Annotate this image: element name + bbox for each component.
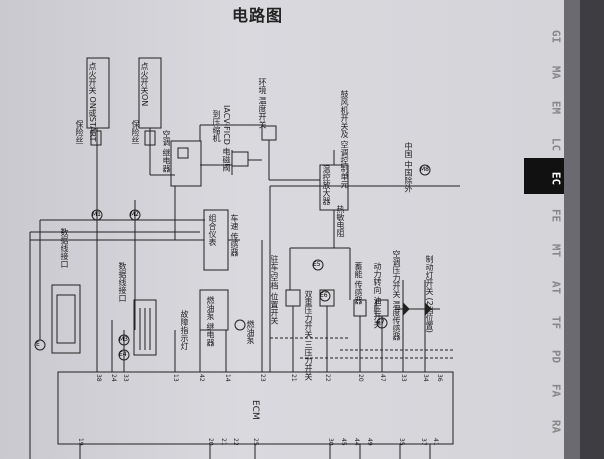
ecm-pin-number: 33 [400, 374, 407, 382]
ecm-pin-number: 25 [252, 438, 259, 446]
label-vss: 车速 传感器 [230, 214, 239, 257]
label-power-steer: 动力转向 油压开关 [373, 262, 382, 329]
ecm-pin-number: 22 [324, 374, 331, 382]
ecm-pin-number: 44 [353, 438, 360, 446]
data-link2-box [133, 299, 157, 356]
connector-label: M1 [92, 211, 101, 218]
label-iacv: IACV-FICD 电磁阀 [222, 105, 231, 172]
ecm-pin-number: 36 [436, 374, 443, 382]
label-combo-meter: 组合仪表 [208, 214, 217, 246]
connector-m3 [118, 334, 130, 346]
label-ac-switch-sensor: 空调压力开关 温度传感器 [392, 250, 401, 341]
park-switch-box [285, 289, 301, 307]
label-data-link1: 数据线接口 [60, 228, 69, 268]
ecm-pin-number: 22 [232, 438, 239, 446]
label-data-link2: 数据线接口 [118, 262, 127, 302]
label-fan-switch: 鼓风机开关及 空调控制单元 [340, 90, 349, 189]
connector-label: M3 [119, 336, 128, 343]
active-tab-highlight [524, 158, 564, 194]
connector-e7 [376, 317, 388, 329]
label-fuel-relay: 燃油泵 继电器 [206, 296, 215, 347]
connector-label: M8 [420, 166, 429, 173]
connector-label: E5 [313, 261, 321, 268]
section-tab-ec[interactable]: EC [549, 171, 563, 186]
label-fuse-right: 保险丝 [131, 120, 140, 144]
ecm-pin-number: 37 [420, 438, 427, 446]
ecm-pin-number: 13 [172, 374, 179, 382]
label-compressor: 到压缩机 [212, 110, 221, 142]
label-throttle-sensor: 蓄能 传感器 [354, 262, 363, 305]
ecm-pin-number: 45 [340, 438, 347, 446]
ecm-pin-number: 30 [327, 438, 334, 446]
section-tab-em[interactable]: EM [549, 100, 563, 115]
label-china-model: 中国 中国除外 [404, 142, 413, 193]
ecm-pin-number: 42 [198, 374, 205, 382]
ecm-pin-number: 20 [357, 374, 364, 382]
label-fuel-pump: 燃油泵 [246, 320, 255, 344]
ecm-pin-number: 20 [207, 438, 214, 446]
connector-label: E [36, 341, 40, 348]
connector-label: M2 [130, 211, 139, 218]
connector-label: E7 [377, 319, 385, 326]
ecm-pin-number: 35 [398, 438, 405, 446]
connector-m2 [129, 209, 141, 221]
fuel-relay-box [199, 289, 229, 331]
label-thermo-amp: 温控放大器 [322, 165, 331, 205]
ecm-pin-number: 19 [77, 438, 84, 446]
label-neutral-switch: 制动灯开关 (2档位置) [425, 255, 434, 333]
ecm-pin-number: 23 [259, 374, 266, 382]
ecm-pin-number: 49 [366, 438, 373, 446]
label-ac-relay: 空调 继电器 [162, 130, 171, 173]
ecm-pin-number: 34 [422, 374, 429, 382]
label-park-switch: 驻车/空档 位置开关 [270, 255, 279, 325]
connector-e [34, 339, 46, 351]
section-tab-ra[interactable]: RA [549, 419, 563, 434]
section-tab-at[interactable]: AT [549, 280, 563, 295]
ac-relay-box [170, 140, 202, 187]
connector-label: E4 [119, 351, 127, 358]
ecm-pin-number: 41 [432, 438, 439, 446]
ecm-pin-number: 33 [122, 374, 129, 382]
iacv-box [231, 151, 249, 167]
section-tab-mt[interactable]: MT [549, 243, 563, 258]
section-tab-fa[interactable]: FA [549, 383, 563, 398]
label-fuse-left: 保险丝 [75, 120, 84, 144]
label-ecm: ECM [250, 400, 260, 420]
label-pressure-switch: 双重压力开关 三压力开关 [304, 290, 313, 381]
label-thermo: 热敏电阻 [336, 205, 345, 237]
section-tab-ma[interactable]: MA [549, 65, 563, 80]
switch-start-box [86, 57, 110, 129]
page-title: 电路图 [232, 6, 284, 25]
ecm-pin-number: 24 [110, 374, 117, 382]
label-mil: 故障指示灯 [180, 310, 189, 350]
connector-e4 [118, 349, 130, 361]
ecm-pin-number: 21 [220, 438, 227, 446]
label-switch-start: 点火开关 ON或START [88, 62, 97, 142]
page-edge-dark [580, 0, 604, 459]
label-switch-on: 点火开关ON [140, 62, 149, 107]
ecm-pin-number: 47 [379, 374, 386, 382]
section-tab-gi[interactable]: GI [549, 29, 563, 44]
fuse-left-symbol [90, 130, 102, 146]
ecm-pin-number: 21 [290, 374, 297, 382]
connector-m8 [419, 164, 431, 176]
ecm-pin-number: 14 [224, 374, 231, 382]
ecm-pin-number: 38 [95, 374, 102, 382]
connector-label: E6 [320, 292, 328, 299]
label-env-switch: 环境 温度开关 [258, 78, 267, 129]
connector-e5 [312, 259, 324, 271]
connector-m1 [91, 209, 103, 221]
connector-e6 [319, 290, 331, 302]
section-tab-fe[interactable]: FE [549, 208, 563, 223]
data-link1-box [51, 284, 81, 354]
